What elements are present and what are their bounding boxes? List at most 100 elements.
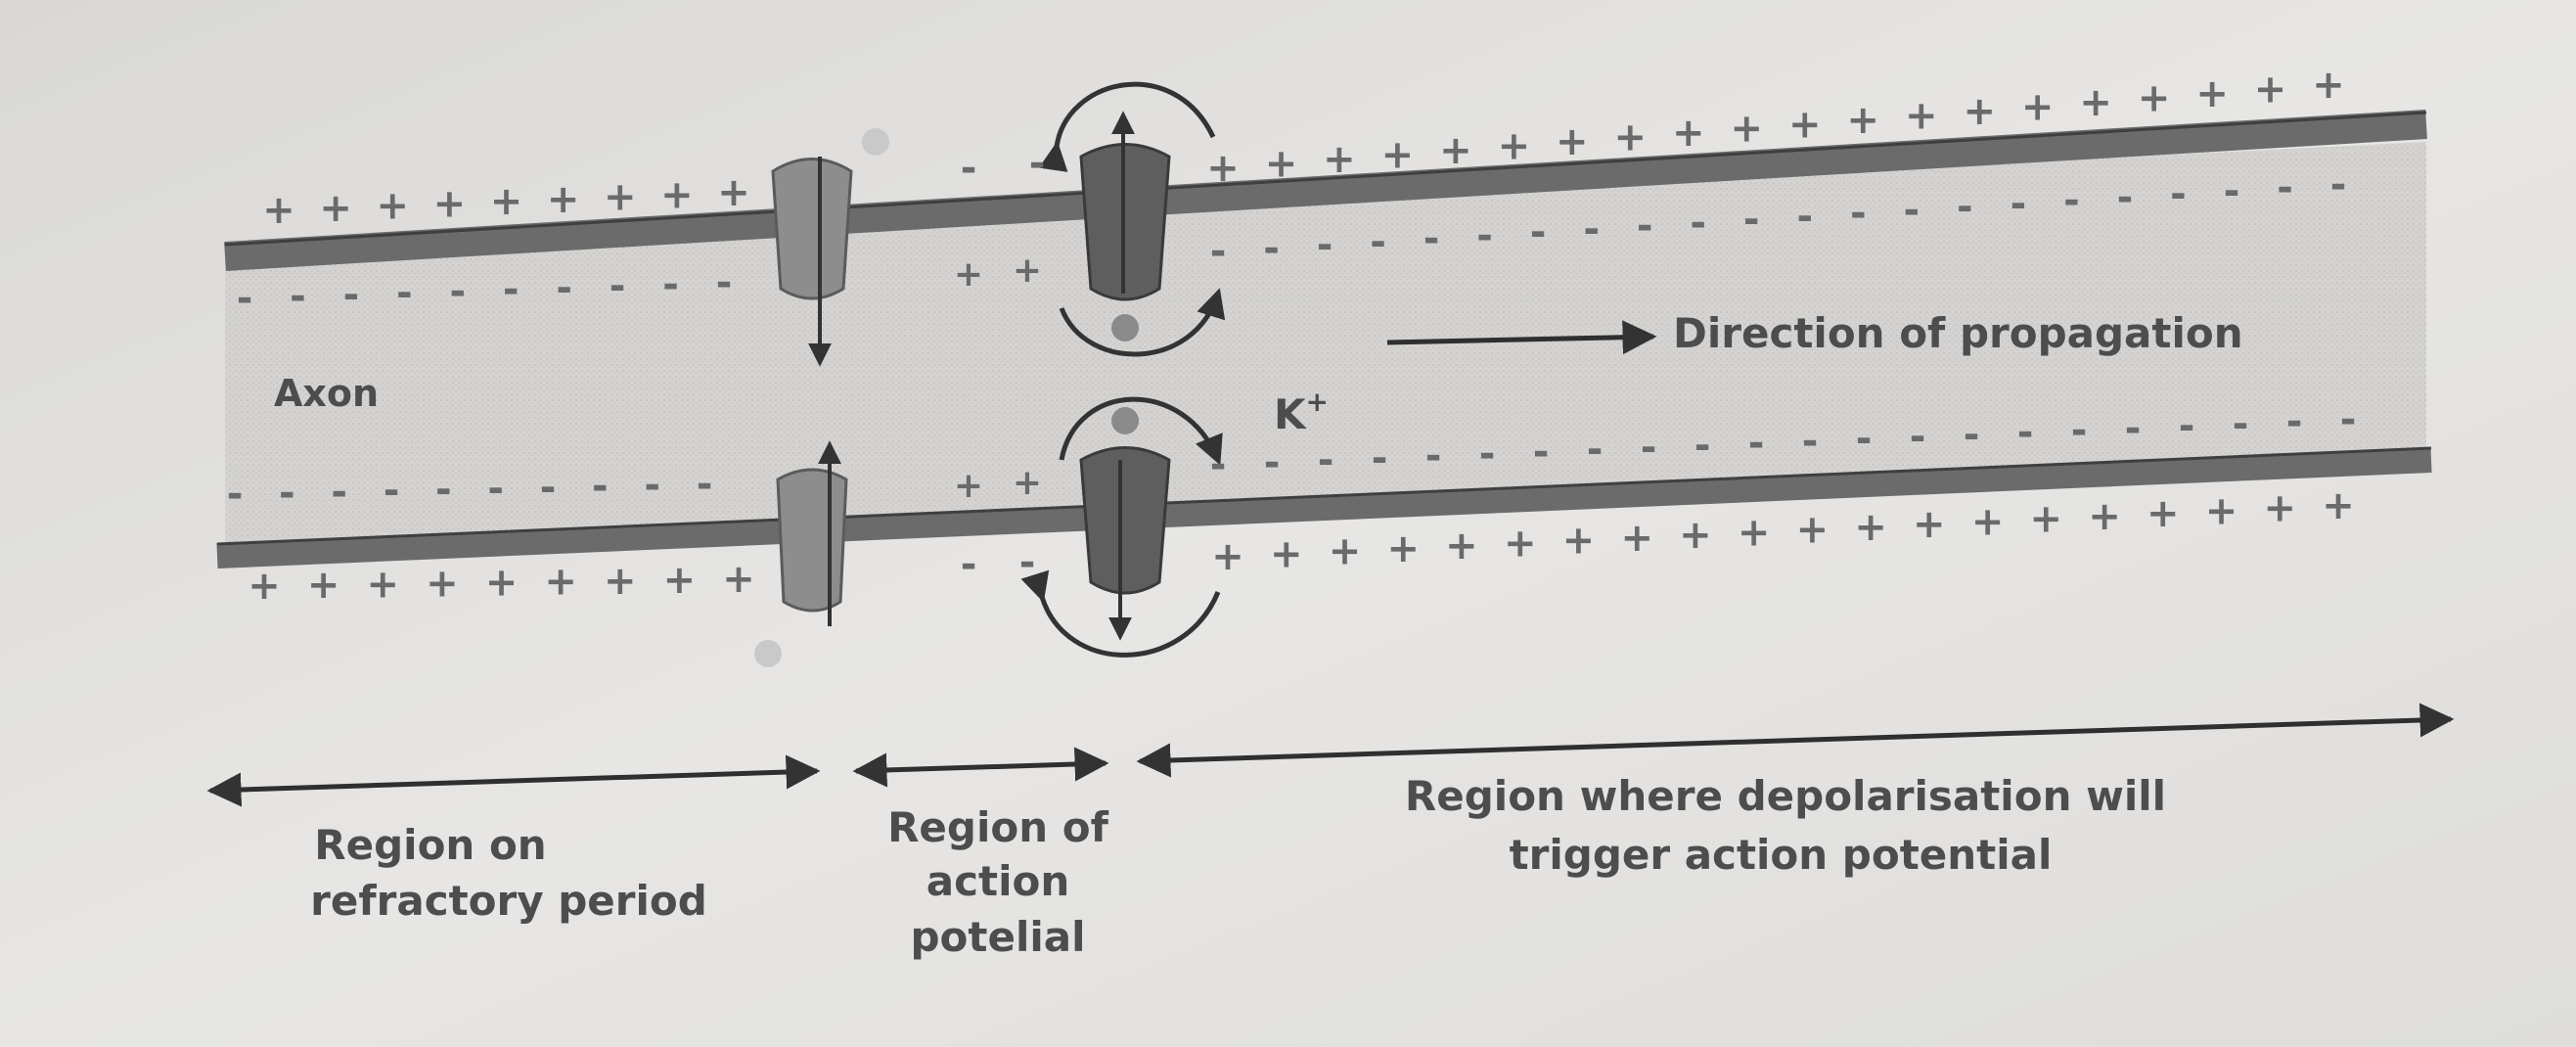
negative-charge: - (1263, 226, 1280, 271)
positive-charge: + (547, 177, 580, 222)
negative-charge: - (2233, 401, 2249, 446)
positive-charge: + (604, 175, 637, 220)
negative-charge: - (1802, 419, 1819, 464)
negative-charge: - (540, 465, 557, 510)
refractory-region-label-line1: Region on (314, 821, 546, 869)
negative-charge: - (449, 269, 466, 314)
positive-charge: + (1013, 250, 1042, 291)
negative-charge: - (237, 276, 253, 321)
negative-charge: - (1964, 412, 1980, 457)
positive-charge: + (2205, 489, 2238, 534)
positive-charge: + (2030, 497, 2063, 542)
positive-charge: + (1381, 133, 1415, 178)
refractory-region-arrow (206, 754, 821, 807)
negative-charge: - (1743, 198, 1760, 243)
negative-charge: - (2071, 408, 2088, 453)
negative-charge: - (1903, 188, 1920, 233)
direction-arrow (1386, 320, 1657, 355)
negative-charge: - (1210, 442, 1227, 487)
negative-charge: - (2179, 404, 2195, 449)
ion-channel-lower-active (1079, 407, 1171, 595)
positive-charge: + (1265, 142, 1298, 187)
positive-charge: + (2147, 491, 2180, 536)
negative-charge: - (1796, 194, 1813, 239)
negative-charge: - (1850, 191, 1867, 236)
negative-charge: - (1690, 201, 1706, 246)
positive-charge: + (2088, 494, 2121, 539)
negative-charge: - (331, 470, 347, 515)
action-region-label-line1: Region of (887, 803, 1109, 851)
positive-charge: + (2195, 71, 2229, 116)
negative-charge: - (2340, 397, 2357, 442)
positive-charge: + (1206, 146, 1240, 191)
positive-charge: + (433, 181, 467, 226)
negative-charge: - (697, 462, 713, 507)
positive-charge: + (1556, 119, 1589, 164)
action-region-label-line2: action (926, 857, 1069, 905)
current-arrow-bottom-inner (1059, 396, 1223, 466)
negative-charge: - (435, 468, 452, 513)
positive-charge: + (1963, 89, 1996, 134)
positive-charge: + (1323, 137, 1356, 182)
depolarisation-region-arrow (1136, 703, 2455, 778)
positive-charge: + (1913, 502, 1946, 547)
negative-charge: - (1748, 421, 1765, 466)
positive-charge: + (1672, 111, 1705, 156)
positive-charge: + (367, 562, 400, 607)
positive-charge: + (2264, 486, 2297, 531)
negative-charge: - (1425, 433, 1442, 478)
lower-membrane (216, 447, 2432, 569)
positive-charge: + (248, 564, 281, 609)
negative-charge: - (1533, 430, 1550, 475)
depolarisation-region-label-line2: trigger action potential (1510, 831, 2053, 879)
positive-charge: + (1796, 508, 1830, 553)
upper-membrane-edge (224, 111, 2427, 247)
ion-symbol: K (1274, 390, 1307, 438)
positive-charge: + (1504, 521, 1537, 566)
current-arrow-top-outer (1038, 81, 1216, 172)
negative-charge: - (1424, 216, 1440, 261)
positive-charge: + (717, 170, 750, 215)
negative-charge: - (610, 264, 626, 309)
positive-charge: + (262, 188, 295, 233)
ion-channel-upper-left (771, 128, 889, 300)
negative-charge: - (961, 542, 977, 587)
positive-charge: + (490, 179, 523, 224)
positive-charge: + (2079, 80, 2112, 125)
positive-charge: + (1498, 124, 1531, 169)
negative-charge: - (396, 271, 413, 316)
negative-charge: - (290, 274, 306, 319)
membrane-charges: +++++++++++++++++++++++++++++-----------… (227, 63, 2357, 609)
positive-charge: + (319, 186, 352, 231)
positive-charge: + (544, 560, 577, 605)
positive-charge: + (377, 184, 410, 229)
positive-charge: + (426, 561, 459, 606)
positive-charge: + (2021, 84, 2055, 129)
negative-charge: - (2017, 410, 2034, 455)
negative-charge: - (961, 146, 977, 191)
negative-charge: - (2063, 178, 2080, 223)
negative-charge: - (1583, 206, 1600, 251)
positive-charge: + (1905, 93, 1938, 138)
positive-charge: + (485, 561, 519, 606)
positive-charge: + (954, 466, 983, 506)
negative-charge: - (1910, 415, 1926, 460)
positive-charge: + (2312, 63, 2345, 108)
negative-charge: - (1264, 440, 1281, 485)
negative-charge: - (1957, 185, 1973, 230)
positive-charge: + (604, 559, 637, 604)
ion-charge: + (1306, 386, 1329, 418)
negative-charge: - (503, 267, 520, 312)
negative-charge: - (2125, 406, 2142, 451)
negative-charge: - (592, 464, 609, 509)
negative-charge: - (1695, 423, 1711, 468)
negative-charge: - (1856, 417, 1873, 462)
upper-membrane (224, 110, 2427, 271)
negative-charge: - (1637, 204, 1653, 249)
negative-charge: - (1372, 435, 1388, 480)
negative-charge: - (279, 471, 295, 516)
positive-charge: + (1386, 526, 1420, 571)
negative-charge: - (2117, 175, 2134, 220)
